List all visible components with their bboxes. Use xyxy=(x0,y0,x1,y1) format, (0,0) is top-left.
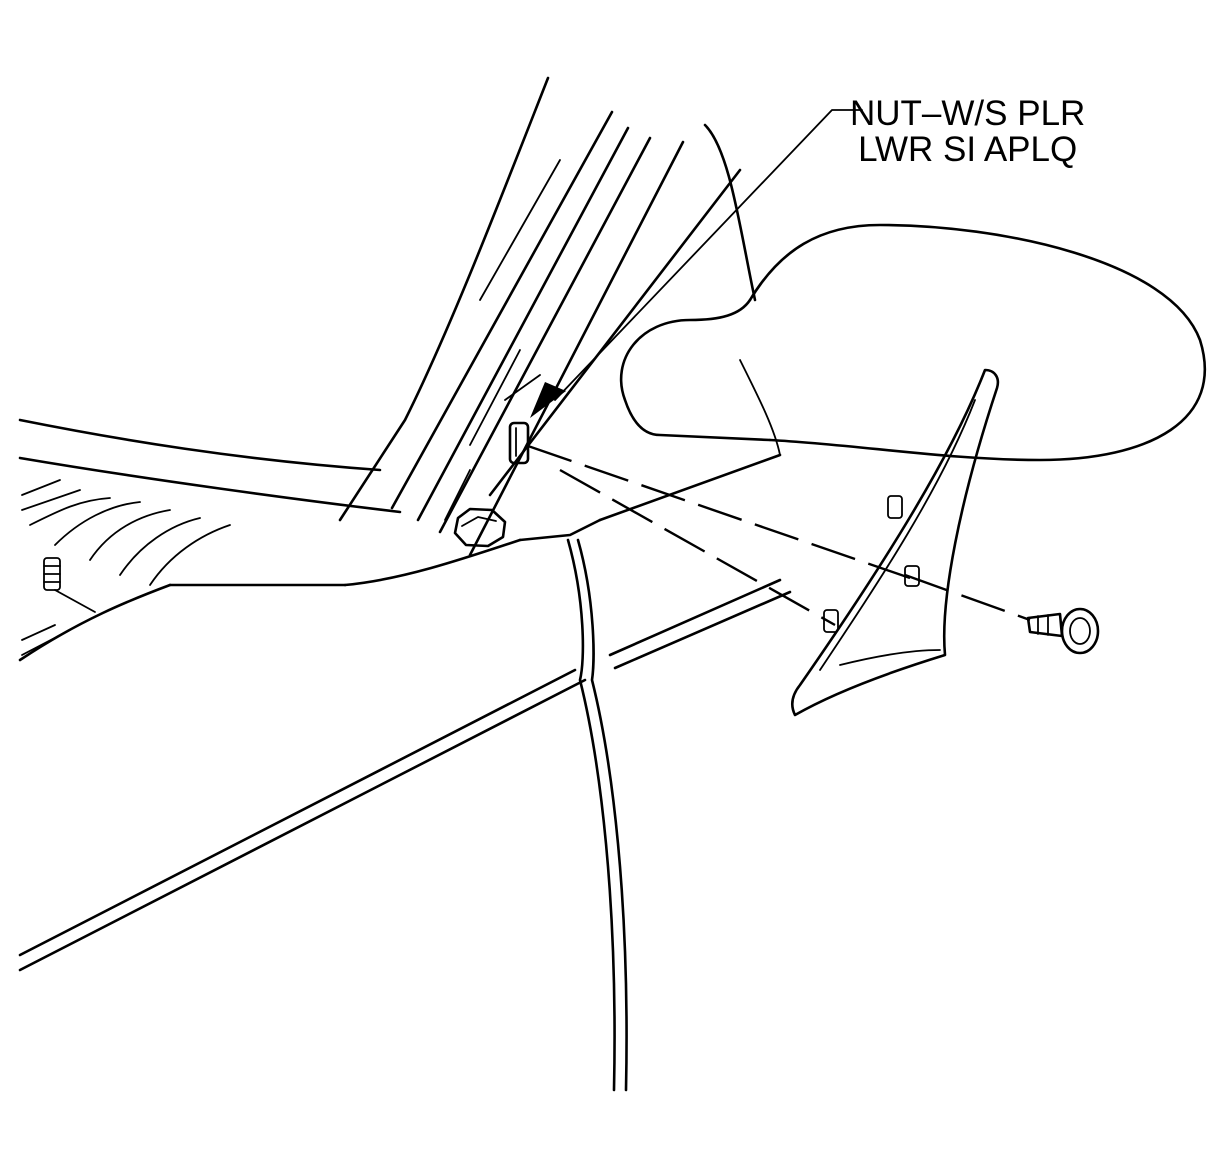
lower-side-applique xyxy=(790,368,1000,717)
stud-icon xyxy=(43,557,96,613)
alignment-lines xyxy=(527,444,1031,627)
screw-icon xyxy=(1026,607,1100,655)
callout-line-1: NUT–W/S PLR xyxy=(850,94,1086,133)
callout-leader xyxy=(530,109,863,418)
windshield-pillar xyxy=(338,76,757,557)
pillar-nut-icon xyxy=(508,421,530,465)
callout-label: NUT–W/S PLR LWR SI APLQ xyxy=(850,96,1085,168)
door-gap-line xyxy=(566,538,628,1092)
outside-mirror xyxy=(619,223,1207,462)
callout-line-2: LWR SI APLQ xyxy=(858,130,1078,169)
hex-bolt-icon xyxy=(453,507,507,548)
cowl-vents xyxy=(21,479,231,656)
